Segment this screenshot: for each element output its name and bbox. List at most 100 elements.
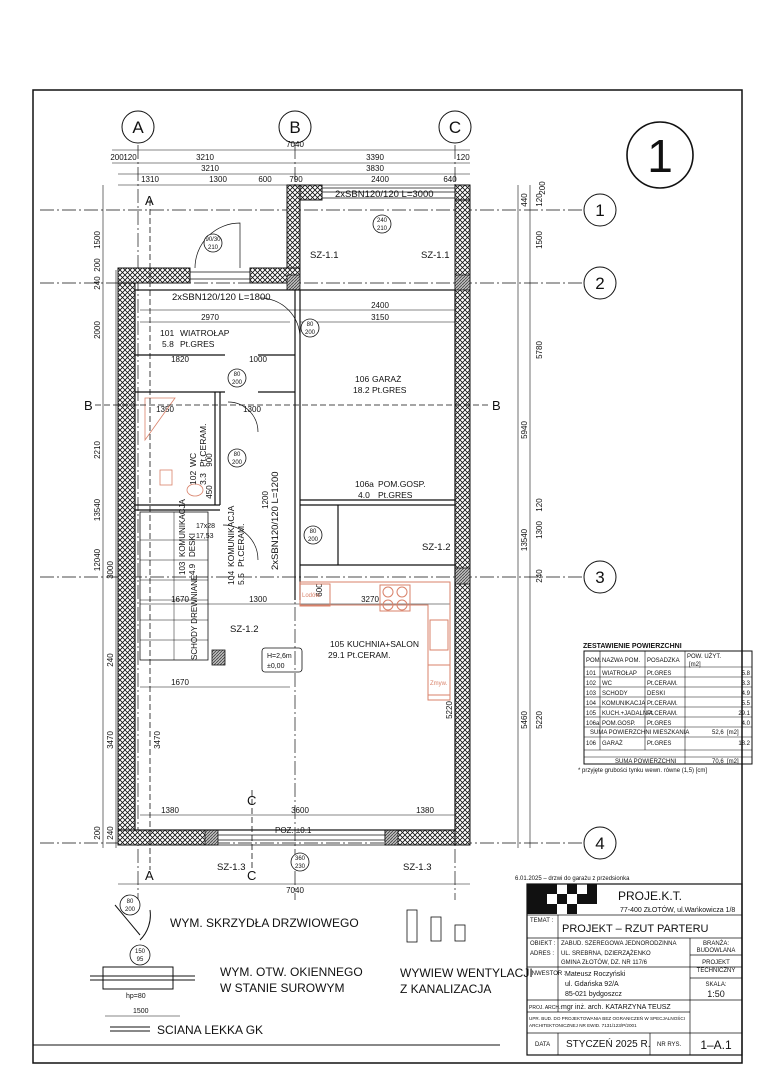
sum-living-label: SUMA POWIERZCHNI MIESZKANIA: [590, 730, 689, 736]
dim-right: 440: [520, 193, 529, 207]
dim-right: 240: [535, 569, 544, 583]
scale: 1:50: [707, 989, 725, 999]
columns: [204, 274, 471, 846]
cell-no: 104: [586, 701, 597, 707]
room-height: H=2,6m: [267, 653, 292, 660]
dishwasher-label: Zmyw.: [430, 681, 448, 687]
room-area: 5.8: [162, 339, 174, 349]
investor-line: 85-021 bydgoszcz: [565, 991, 622, 998]
dim-right: 120: [535, 498, 544, 512]
object-line: GMINA ZŁOTÓW, DZ. NR 117/6: [561, 959, 648, 966]
drawing-number: 1–A.1: [700, 1038, 732, 1052]
room-name: WC: [188, 453, 198, 467]
room-105: 105 KUCHNIA+SALON 29.1 Pt.CERAM.: [328, 639, 419, 660]
floor-level: ±0,00: [267, 663, 285, 670]
room-name: KUCHNIA+SALON: [347, 639, 419, 649]
cell-area: 4.0: [742, 721, 751, 727]
level-note: POZ. ±0.1: [275, 826, 312, 835]
cell-no: 106: [586, 741, 597, 747]
tag-width: 90/30: [205, 237, 221, 243]
dim-left: 240: [106, 826, 115, 840]
area-table: ZESTAWIENIE POWIERZCHNI POM. NAZWA POM. …: [578, 643, 753, 774]
cell-floor: Pt.CERAM.: [647, 681, 678, 687]
table-header: NAZWA POM.: [602, 658, 640, 664]
dim-overall: 7040: [286, 140, 304, 149]
investor-line: Mateusz Roczyński: [565, 971, 626, 978]
grid-label-c: C: [449, 118, 461, 137]
cell-name: KOMUNIKACJA: [602, 701, 645, 707]
cell-area: 18.2: [738, 741, 750, 747]
room-area: 4.9: [188, 563, 197, 575]
legend-window-dim: 1500: [133, 1008, 149, 1015]
dim-interior: 450: [205, 485, 214, 499]
dim-top: 200: [110, 153, 124, 162]
grid-label-4: 4: [595, 834, 604, 853]
table-header: POM.: [586, 658, 602, 664]
room-floor: Pt.CERAM.: [198, 424, 208, 467]
column-label: SZ-1.2: [230, 624, 259, 635]
dim-interior: 1380: [161, 806, 179, 815]
cell-no: 105: [586, 711, 597, 717]
grid-label-1: 1: [595, 201, 604, 220]
dim-right: 5780: [535, 341, 544, 359]
section-b-left: B: [84, 398, 93, 413]
dim-top: 2400: [371, 175, 389, 184]
room-name: POM.GOSP.: [378, 479, 426, 489]
title-block: 6.01.2025 – drzwi do garażu z przedsionk…: [515, 876, 743, 1056]
stairs-label: SCHODY DREWNIANE: [190, 575, 199, 660]
tag-height: 200: [232, 380, 243, 386]
dim-interior: 1380: [416, 806, 434, 815]
sum-total-unit: [m2]: [727, 759, 739, 765]
tag-height: 200: [305, 330, 316, 336]
dim-right: 1500: [535, 231, 544, 249]
room-floor: Pt.GRES: [372, 385, 407, 395]
room-name: KOMUNIKACJA: [226, 505, 236, 567]
dim-interior: 3150: [371, 313, 389, 322]
room-101: 101 WIATROŁAP 5.8 Pt.GRES: [160, 328, 230, 349]
tag-height: 200: [308, 537, 319, 543]
dim-left: 240: [93, 276, 102, 290]
legend-vent-line2: Z KANALIZACJA: [400, 982, 491, 996]
cell-area: 5.8: [742, 671, 751, 677]
dim-interior: 900: [205, 453, 214, 467]
cell-floor: DESKI: [647, 691, 665, 697]
dim-interior: 1670: [171, 595, 189, 604]
section-c-bottom: C: [247, 868, 256, 883]
room-102: 102 WC 3.3 Pt.CERAM.: [188, 424, 208, 485]
cell-area: 5.5: [742, 701, 751, 707]
dim-left: 240: [106, 653, 115, 667]
cell-no: 101: [586, 671, 597, 677]
dim-top: 3830: [366, 164, 384, 173]
grid-bubbles: [121, 110, 617, 860]
legend-window-line1: WYM. OTW. OKIENNEGO: [220, 965, 363, 979]
dim-interior: 600: [315, 583, 324, 597]
cell-name: KUCH.+JADALNIA: [602, 711, 653, 717]
dim-right: 120: [535, 193, 544, 207]
dim-left: 3000: [106, 561, 115, 579]
license-line: UPR. BUD. DO PROJEKTOWANIA BEZ OGRANICZE…: [529, 1014, 685, 1021]
grid-label-b: B: [289, 118, 300, 137]
company-name: PROJE.K.T.: [618, 889, 682, 903]
branch: BUDOWLANA: [697, 948, 736, 954]
legend: 80 200 WYM. SKRZYDŁA DRZWIOWEGO 150 95 h…: [33, 894, 533, 1046]
object-line: UL. SREBRNA, DZIERZĄŻENKO: [561, 950, 651, 957]
room-area: 18.2: [353, 385, 370, 395]
section-b-right: B: [492, 398, 501, 413]
address-label: ADRES :: [530, 951, 554, 957]
cell-no: 103: [586, 691, 597, 697]
date-label: DATA: [535, 1042, 550, 1048]
dim-top: 790: [289, 175, 303, 184]
table-header: POW. UŻYT.: [687, 653, 721, 660]
wc-fixtures: [144, 397, 204, 497]
dim-right: 5940: [520, 421, 529, 439]
room-floor: Pt.GRES: [378, 490, 413, 500]
grid-label-3: 3: [595, 568, 604, 587]
company-address: 77-400 ZŁOTÓW, ul.Wańkowicza 1/8: [620, 905, 735, 914]
tag-height: 200: [232, 460, 243, 466]
dim-interior: 1820: [171, 355, 189, 364]
dim-top: 600: [258, 175, 272, 184]
project-type: PROJEKT: [702, 960, 730, 966]
lintel-vestibule: 2xSBN120/120 L=1800: [172, 292, 271, 303]
scale-label: SKALA:: [705, 982, 726, 988]
